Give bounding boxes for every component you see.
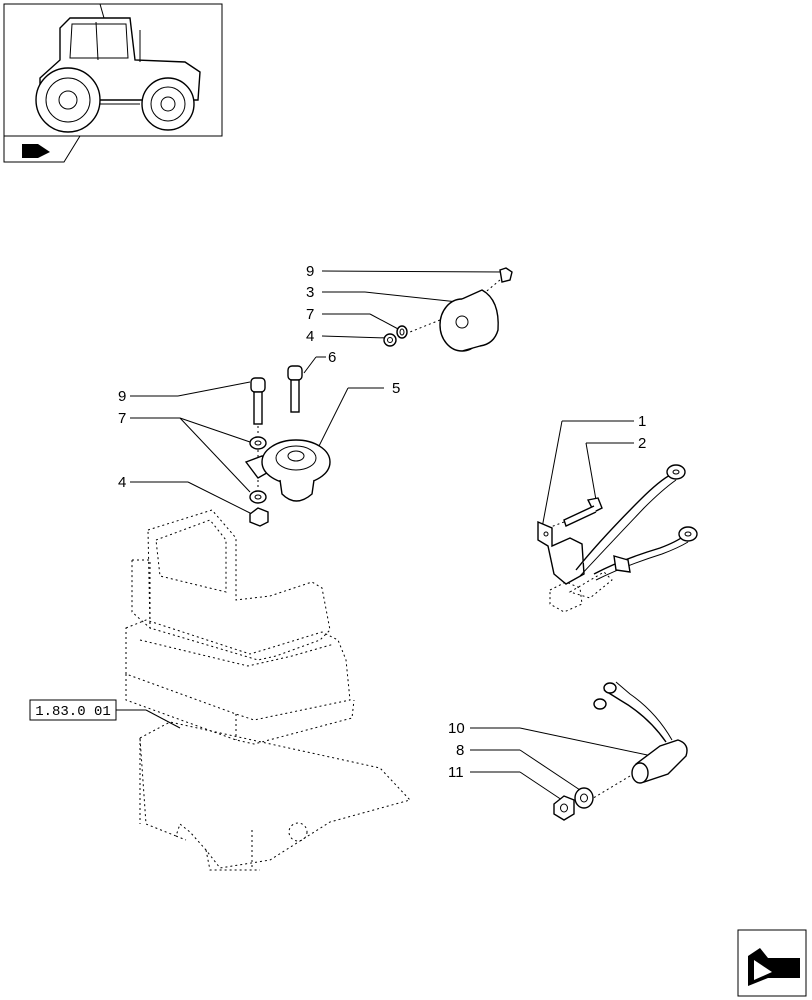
next-page-arrow-icon[interactable] [737, 929, 807, 997]
callout-leaders-bottom [470, 727, 653, 801]
section-arrow-icon[interactable] [3, 135, 81, 163]
bolt-part-9-top [475, 267, 513, 301]
nut-part-11 [553, 795, 575, 821]
callout-2: 2 [638, 435, 646, 452]
callout-8: 8 [456, 742, 464, 759]
callout-7-top: 7 [306, 306, 314, 323]
callout-9-mid: 9 [118, 388, 126, 405]
socket-part-3 [409, 289, 499, 352]
nut-part-4-mid [249, 507, 269, 527]
socket-part-10 [589, 681, 688, 801]
callout-6: 6 [328, 349, 336, 366]
callout-4-top: 4 [306, 328, 314, 345]
callout-leaders-mid [130, 356, 384, 515]
bracket-part-1 [537, 520, 585, 613]
callout-leaders-top [321, 270, 506, 339]
washer-part-8 [574, 787, 594, 809]
bolt-part-9-mid [250, 377, 266, 436]
tractor-thumbnail [3, 3, 223, 137]
reference-box[interactable]: 1.83.0 01 [29, 699, 181, 729]
callout-7-mid: 7 [118, 410, 126, 427]
callout-11: 11 [448, 764, 464, 781]
washer-part-7-mid [249, 436, 267, 504]
callout-9-top: 9 [306, 263, 314, 280]
bolt-part-2 [547, 497, 603, 529]
callout-leaders-right [541, 420, 634, 529]
bolt-part-6 [287, 365, 303, 413]
wire-harness [568, 464, 698, 599]
callout-5: 5 [392, 380, 400, 397]
washer-part-7-top [396, 325, 408, 339]
nut-part-4-top [383, 333, 397, 347]
callout-1: 1 [638, 413, 646, 430]
reference-box-text: 1.83.0 01 [35, 704, 111, 720]
housing-part-5 [244, 439, 331, 502]
console-housing [125, 509, 411, 871]
callout-labels: 9 3 7 4 6 5 9 7 4 1 2 10 8 11 [118, 263, 646, 781]
callout-3: 3 [306, 284, 314, 301]
callout-10: 10 [448, 720, 465, 737]
callout-4-mid: 4 [118, 474, 126, 491]
